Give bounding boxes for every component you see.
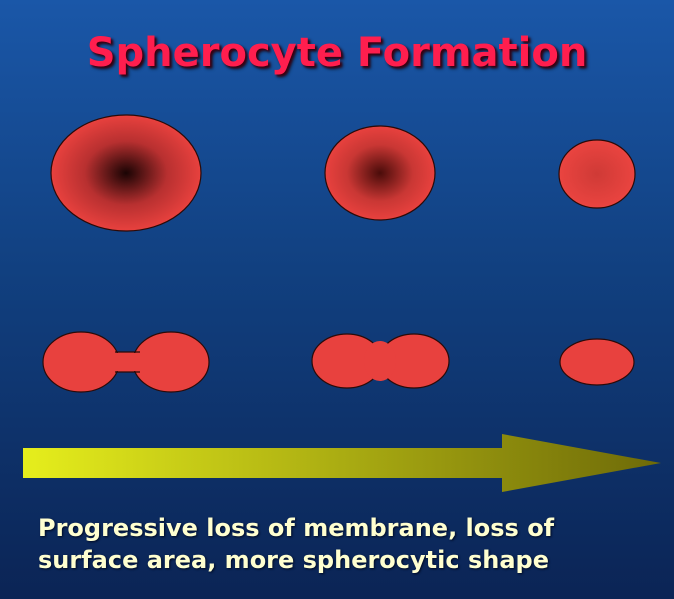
cell-top-spherocyte [558,139,636,209]
cell-side-spherocyte [559,338,635,386]
progression-arrow [23,434,661,492]
cell-top-intermediate [324,125,436,221]
caption-line-2: surface area, more spherocytic shape [38,546,549,574]
caption-line-1: Progressive loss of membrane, loss of [38,514,555,542]
cell-top-normal [50,114,202,232]
cell-side-intermediate [311,333,450,389]
slide-title: Spherocyte Formation [86,30,588,76]
cell-side-normal [42,331,210,393]
caption: Progressive loss of membrane, loss of su… [38,512,658,576]
